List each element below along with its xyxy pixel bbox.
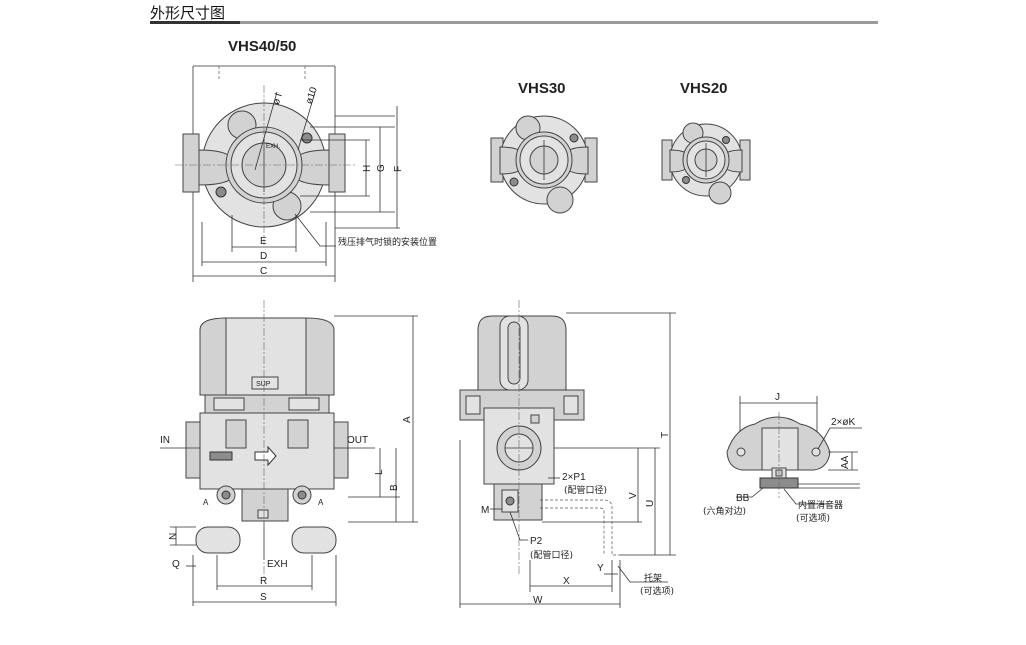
dim-aa: AA — [840, 455, 851, 469]
dim-2k: 2×øK — [831, 417, 856, 428]
vhs4050-front-view: SUP IN OUT — [160, 300, 418, 606]
title-underline-accent — [150, 21, 240, 24]
dim-phi-10: ø10 — [304, 85, 320, 105]
silencer-detail-view: J 2×øK AA BB (六角对边) 内置消 — [703, 392, 862, 524]
bracket-label: 托架 — [644, 572, 662, 584]
vhs4050-side-view: T V U 2×P1 (配管口径) M P2 (配管口径) X — [459, 300, 676, 608]
vhs30-title: VHS30 — [518, 80, 566, 97]
dim-a: A — [402, 416, 413, 423]
front-a-right: A — [318, 498, 324, 507]
lock-position-note: 残压排气时锁的安装位置 — [338, 236, 437, 248]
dim-m: M — [481, 505, 489, 516]
dim-phi-l: ø l — [271, 92, 285, 106]
front-sup-label: SUP — [256, 381, 271, 388]
dim-c: C — [260, 266, 267, 277]
dim-bb: BB — [736, 493, 750, 504]
silencer-note: (可选项) — [796, 512, 830, 524]
section-title: 外形尺寸图 — [150, 4, 226, 22]
front-a-left: A — [203, 498, 209, 507]
vhs4050-title: VHS40/50 — [228, 38, 296, 55]
dim-f: F — [393, 166, 404, 172]
vhs4050-top-view: VHS40/50 EXH. — [175, 38, 437, 282]
front-out-label: OUT — [347, 435, 368, 446]
p2-note: (配管口径) — [530, 549, 573, 561]
vhs30-view: VHS30 — [490, 80, 598, 214]
title-underline — [150, 21, 878, 24]
dim-x: X — [563, 576, 570, 587]
dim-h: H — [362, 165, 373, 172]
dim-w: W — [533, 595, 543, 606]
dim-r: R — [260, 576, 267, 587]
vhs20-view: VHS20 — [661, 80, 751, 205]
p2-label: P2 — [530, 536, 543, 547]
bracket-note: (可选项) — [640, 585, 674, 597]
dim-j: J — [775, 392, 780, 403]
knob-exh-mark: EXH. — [266, 144, 280, 150]
silencer-label: 内置消音器 — [798, 499, 843, 511]
dim-g: G — [376, 164, 387, 172]
vhs20-title: VHS20 — [680, 80, 728, 97]
p1-label: 2×P1 — [562, 472, 586, 483]
dim-u: U — [645, 500, 656, 507]
dim-s: S — [260, 592, 267, 603]
front-exh-label: EXH — [267, 559, 288, 570]
dim-b: B — [389, 484, 400, 491]
dim-y: Y — [597, 563, 604, 574]
dim-e: E — [260, 236, 267, 247]
dim-t: T — [660, 432, 671, 438]
dim-v: V — [628, 492, 639, 499]
p1-note: (配管口径) — [564, 484, 607, 496]
dim-l: L — [374, 469, 385, 475]
front-in-label: IN — [160, 435, 170, 446]
dim-d: D — [260, 251, 267, 262]
dim-q: Q — [172, 559, 180, 570]
dim-n: N — [168, 533, 179, 540]
bb-note: (六角对边) — [703, 505, 746, 517]
